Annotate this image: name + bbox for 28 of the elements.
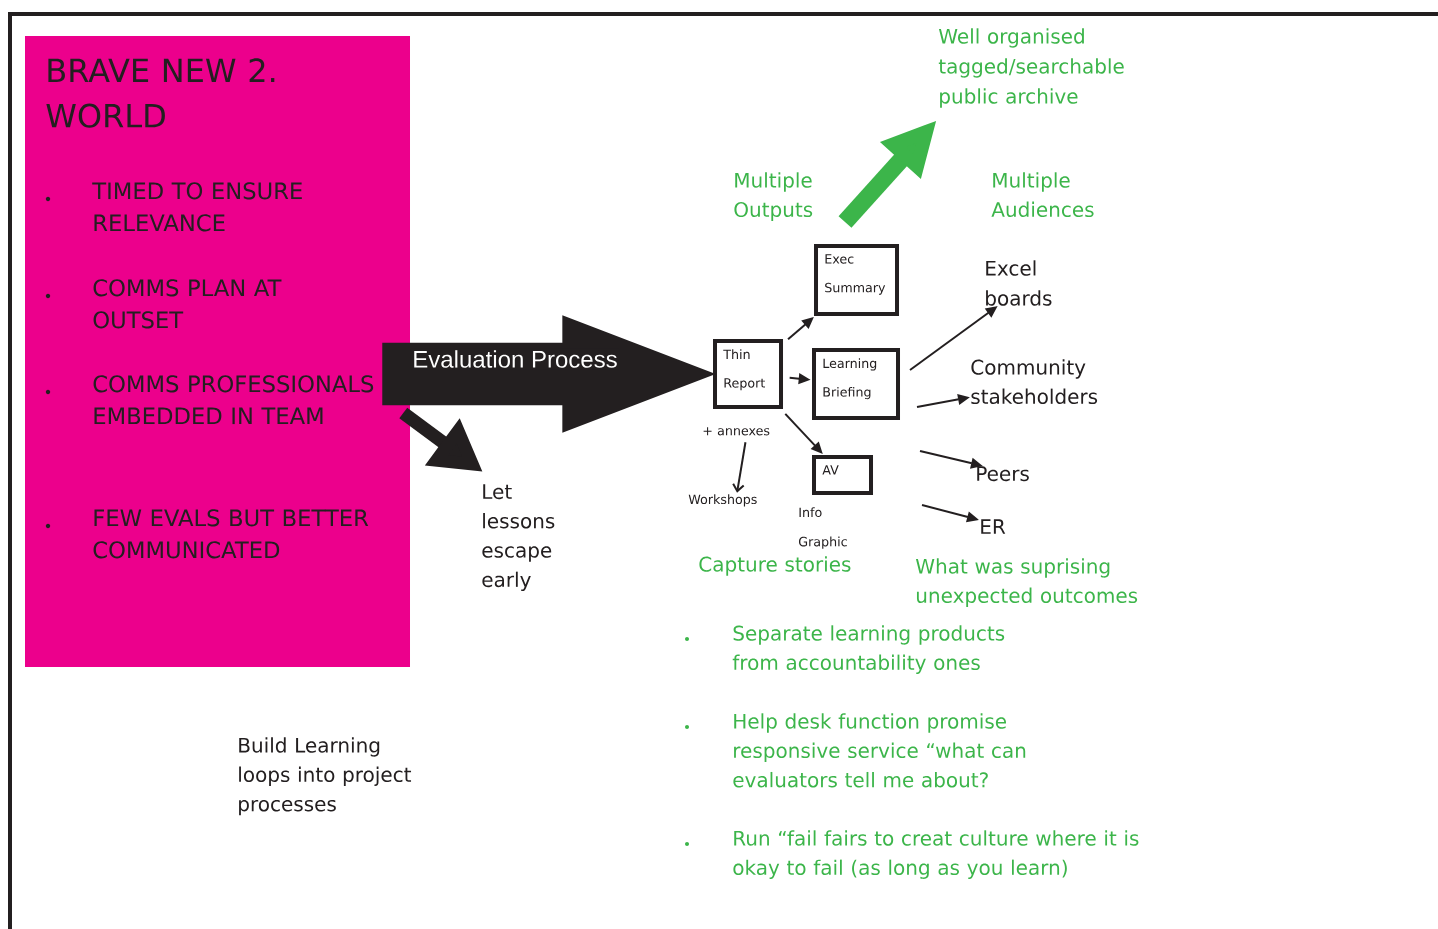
heading: BRAVE NEW 2. WORLD — [46, 58, 275, 128]
bullet-text: COMMS PLAN AT OUTSET — [93, 279, 282, 329]
audience-text: Excel boards — [986, 260, 1052, 306]
heading-text: Multiple Outputs — [734, 172, 813, 221]
arrow — [784, 412, 823, 454]
note-text: Workshops — [688, 494, 757, 507]
bullet-text: Help desk function promise responsive service “what can evaluators tell me about? — [733, 713, 1026, 788]
bullet-text: Separate learning products from accountability ones — [732, 625, 1005, 674]
bullet-text: COMMS PROFESSIONALS EMBEDDED IN TEAM — [93, 375, 374, 425]
note-text: Build Learning loops into project processes — [239, 737, 412, 816]
heading-text: Multiple Audiences — [991, 172, 1094, 218]
text-box: Exec Summary — [814, 244, 899, 316]
bullet-text: FEW EVALS BUT BETTER COMMUNICATED — [93, 509, 369, 559]
text-box: Thin Report — [713, 339, 783, 409]
text-box: Learning Briefing — [812, 348, 900, 420]
note-text: Capture stories — [699, 556, 851, 576]
note-text: Let lessons escape early — [482, 484, 555, 591]
bullet-text: TIMED TO ENSURE RELEVANCE — [92, 182, 302, 232]
note-text: + annexes — [703, 427, 770, 436]
arrow — [732, 441, 747, 493]
audience-text: ER — [981, 519, 1006, 534]
note-text: What was suprising unexpected outcomes — [915, 558, 1138, 607]
caption-text: Info Graphic — [799, 507, 847, 549]
audience-text: Peers — [977, 466, 1029, 482]
text-box: AV — [812, 455, 873, 495]
bullet-text: Run “fail fairs to creat culture where it is okay to fail (as long as you learn) — [733, 830, 1139, 879]
audience-text: Community stakeholders — [971, 359, 1098, 405]
note-text: Well organised tagged/searchable public archive — [938, 28, 1124, 108]
